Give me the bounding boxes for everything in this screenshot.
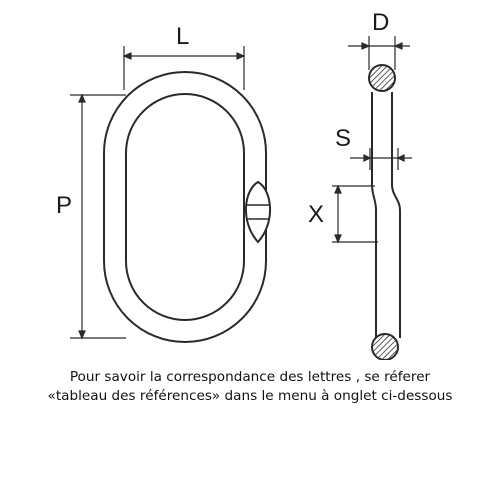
dimension-S	[350, 148, 412, 170]
dimension-D	[348, 36, 410, 70]
weld-bulge	[244, 180, 272, 244]
caption-line-2: «tableau des références» dans le menu à …	[47, 388, 453, 404]
dimension-L	[122, 46, 246, 90]
label-P: P	[56, 192, 72, 219]
label-D: D	[372, 9, 389, 36]
label-S: S	[335, 125, 351, 152]
master-link-diagram: L P D S X	[56, 9, 412, 360]
label-X: X	[308, 201, 324, 228]
caption-line-1: Pour savoir la correspondance des lettre…	[69, 369, 431, 385]
side-profile-right	[391, 92, 401, 338]
link-inner-outline	[125, 93, 245, 321]
link-outer-outline	[103, 71, 267, 343]
side-profile-left	[371, 92, 377, 338]
dimension-P	[70, 93, 126, 340]
link-front-view	[103, 71, 272, 343]
dimension-X	[332, 184, 378, 244]
top-section-circle	[368, 64, 396, 92]
bottom-section-circle	[371, 333, 399, 360]
link-side-view	[368, 64, 401, 360]
label-L: L	[176, 23, 189, 50]
